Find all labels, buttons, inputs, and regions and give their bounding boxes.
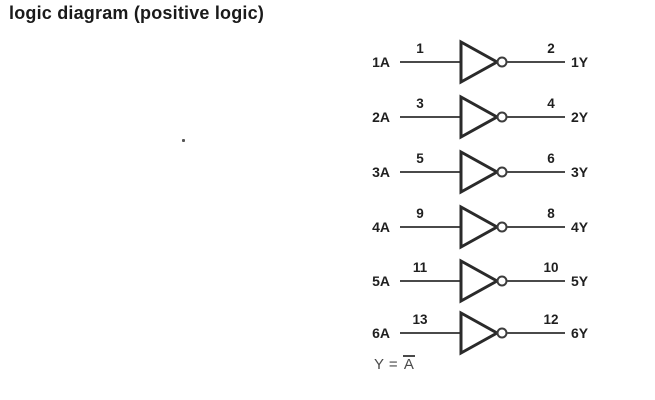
output-pin-number: 8 bbox=[547, 206, 555, 221]
output-wire bbox=[507, 226, 565, 228]
input-wire bbox=[400, 226, 462, 228]
output-label: 6Y bbox=[571, 325, 589, 341]
input-pin-number: 1 bbox=[416, 41, 424, 56]
output-pin-number: 4 bbox=[547, 96, 555, 111]
output-label: 2Y bbox=[571, 109, 589, 125]
input-pin-number: 9 bbox=[416, 206, 424, 221]
output-label: 1Y bbox=[571, 54, 589, 70]
input-pin-number: 3 bbox=[416, 96, 424, 111]
output-label: 5Y bbox=[571, 273, 589, 289]
input-pin-number: 11 bbox=[412, 260, 428, 275]
output-wire bbox=[507, 280, 565, 282]
output-pin-number: 10 bbox=[543, 260, 559, 275]
output-label: 3Y bbox=[571, 164, 589, 180]
print-artifact-dot bbox=[182, 139, 185, 142]
input-wire bbox=[400, 171, 462, 173]
output-wire bbox=[507, 171, 565, 173]
inverter-gate-icon bbox=[459, 149, 508, 195]
input-label: 4A bbox=[372, 219, 390, 235]
input-pin-number: 5 bbox=[416, 151, 424, 166]
output-pin-number: 2 bbox=[547, 41, 555, 56]
inverter-gate-icon bbox=[459, 39, 508, 85]
logic-equation: Y = A bbox=[374, 355, 416, 374]
equation-overlined-term: A bbox=[402, 355, 416, 373]
input-label: 1A bbox=[372, 54, 390, 70]
output-label: 4Y bbox=[571, 219, 589, 235]
inverter-gate-icon bbox=[459, 258, 508, 304]
output-wire bbox=[507, 332, 565, 334]
input-label: 2A bbox=[372, 109, 390, 125]
input-wire bbox=[400, 332, 462, 334]
input-label: 3A bbox=[372, 164, 390, 180]
inverter-gate-icon bbox=[459, 204, 508, 250]
input-wire bbox=[400, 116, 462, 118]
input-wire bbox=[400, 280, 462, 282]
inverter-gate-icon bbox=[459, 310, 508, 356]
output-pin-number: 6 bbox=[547, 151, 555, 166]
output-wire bbox=[507, 61, 565, 63]
equation-lhs: Y = bbox=[374, 356, 403, 373]
output-wire bbox=[507, 116, 565, 118]
input-pin-number: 13 bbox=[412, 312, 428, 327]
input-label: 6A bbox=[372, 325, 390, 341]
output-pin-number: 12 bbox=[543, 312, 559, 327]
input-wire bbox=[400, 61, 462, 63]
input-label: 5A bbox=[372, 273, 390, 289]
inverter-gate-icon bbox=[459, 94, 508, 140]
page-title: logic diagram (positive logic) bbox=[9, 3, 265, 23]
